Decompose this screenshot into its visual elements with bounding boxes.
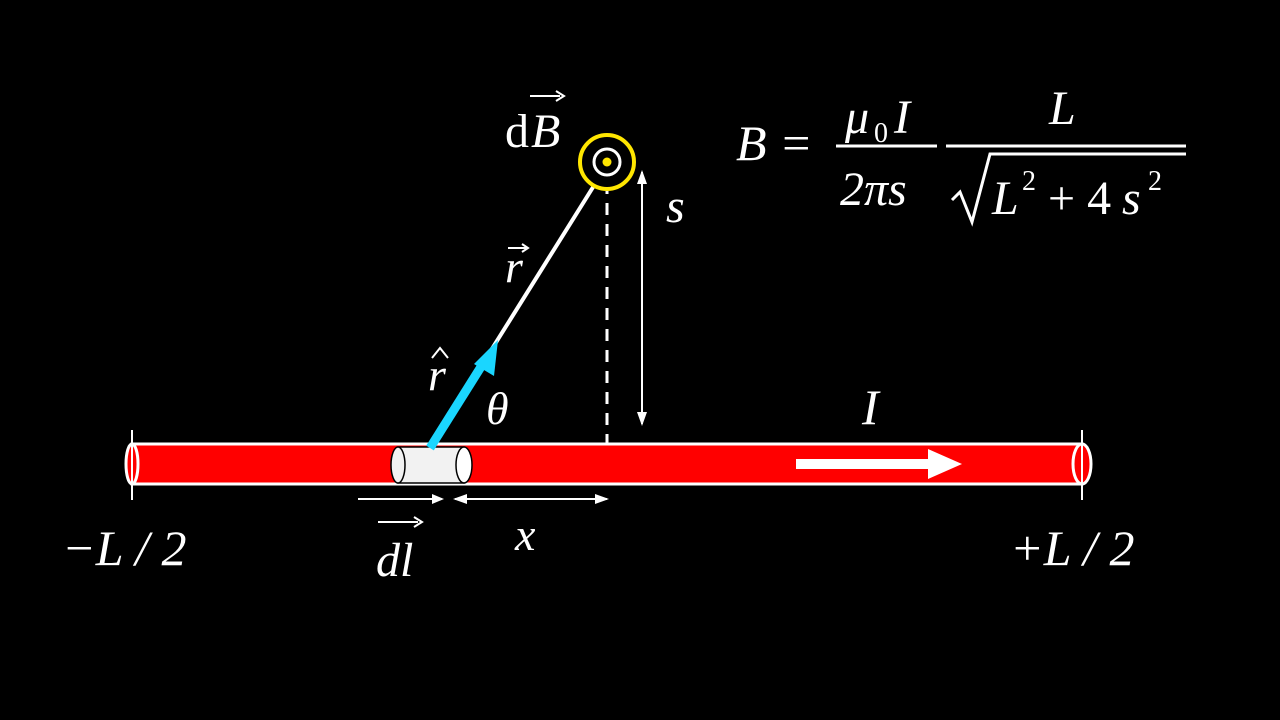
dot-in-circle-icon — [578, 133, 636, 191]
theta-label: θ — [486, 383, 509, 434]
dl-label: dl — [376, 516, 424, 587]
right-arrow-icon — [796, 449, 962, 479]
dB-label: d B — [505, 90, 566, 158]
svg-text:r: r — [505, 241, 524, 292]
svg-text:r: r — [428, 349, 447, 400]
dB-symbol: B — [531, 105, 560, 158]
formula-den2-s: s — [1122, 172, 1141, 225]
formula-den1: 2πs — [840, 163, 907, 216]
r-hat-label: r — [428, 346, 449, 400]
formula-num2: L — [1048, 82, 1076, 135]
formula-num1-mu: μ — [844, 91, 869, 144]
current-label: I — [861, 379, 881, 435]
unit-vector-arrow — [426, 340, 498, 451]
right-end-label: +L / 2 — [1010, 520, 1135, 576]
formula-den2-L: L — [991, 172, 1019, 225]
x-label: x — [514, 509, 536, 560]
field-formula: B = μ 0 I 2πs L L 2 + 4 s 2 — [736, 82, 1186, 227]
r-vector-label: r — [505, 241, 530, 292]
formula-num1-I: I — [893, 91, 912, 144]
left-end-label: −L / 2 — [62, 520, 187, 576]
formula-lhs: B = — [736, 115, 813, 171]
formula-den2-exp2: 2 — [1148, 166, 1162, 197]
formula-den2-exp1: 2 — [1022, 166, 1036, 197]
s-label: s — [666, 180, 685, 233]
formula-sqrt-sign — [950, 152, 1186, 227]
dB-prefix: d — [505, 105, 529, 158]
current-element-cylinder — [390, 446, 473, 484]
formula-num1-sub: 0 — [874, 118, 888, 149]
formula-den2-plus: + 4 — [1048, 172, 1111, 225]
svg-text:dl: dl — [376, 534, 413, 587]
